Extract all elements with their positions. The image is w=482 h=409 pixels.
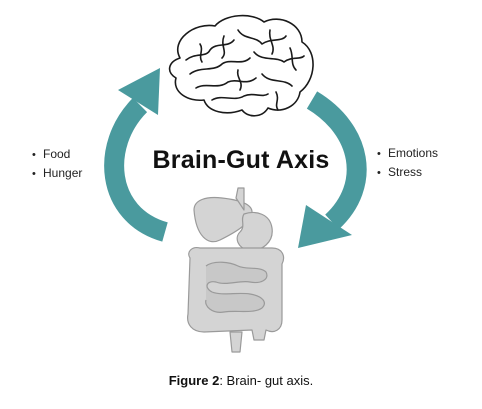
caption-text: : Brain- gut axis. — [219, 373, 314, 388]
brain-icon — [168, 14, 314, 117]
downward-arrow — [298, 91, 367, 248]
digestive-system-icon — [187, 187, 285, 353]
caption-label: Figure 2 — [168, 373, 220, 388]
left-bullet-item: Food — [32, 145, 82, 164]
left-bullet-item: Hunger — [32, 164, 82, 183]
right-bullet-item: Emotions — [377, 144, 438, 163]
left-bullet-list: Food Hunger — [32, 145, 82, 183]
right-bullet-item: Stress — [377, 163, 438, 182]
upward-arrow — [104, 68, 169, 242]
diagram-title: Brain-Gut Axis — [152, 146, 330, 174]
figure-caption: Figure 2: Brain- gut axis. — [0, 373, 482, 388]
right-bullet-list: Emotions Stress — [377, 144, 438, 182]
